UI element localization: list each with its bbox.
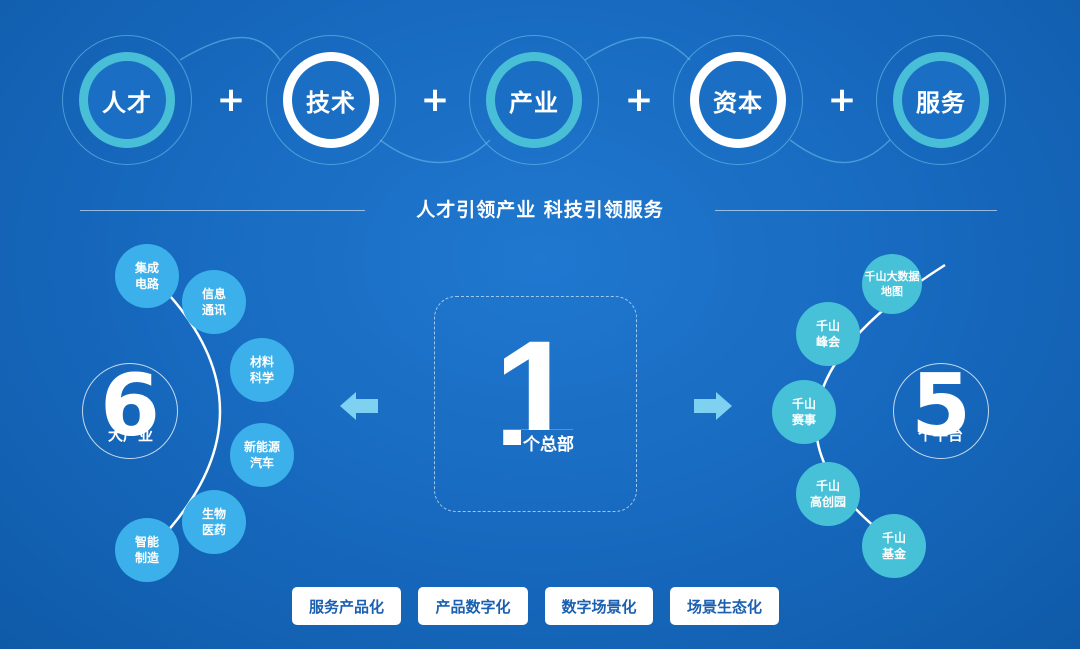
node-talent-label: 人才 bbox=[102, 88, 152, 117]
plus-sign-4: + bbox=[827, 80, 857, 120]
platform-bubble-5-line2: 基金 bbox=[881, 547, 906, 561]
industry-bubble-5: 生物 医药 bbox=[182, 490, 246, 554]
node-talent: 人才 bbox=[79, 52, 175, 148]
platform-bubble-2-line1: 千山 bbox=[815, 319, 840, 333]
left-number-label: 大产业 bbox=[108, 426, 154, 444]
ring-outer-1 bbox=[62, 35, 192, 165]
center-label: 个总部 bbox=[521, 430, 576, 455]
industry-bubble-2-line1: 信息 bbox=[201, 287, 226, 301]
top-connector-curves bbox=[179, 36, 891, 164]
industry-bubble-3-line1: 材料 bbox=[249, 355, 274, 369]
chip-scenario-ecosystem: 场景生态化 bbox=[670, 587, 779, 625]
industry-bubble-3-line2: 科学 bbox=[249, 371, 274, 385]
node-service-label: 服务 bbox=[916, 88, 966, 117]
industry-bubble-4-line1: 新能源 bbox=[243, 440, 280, 454]
arrow-right-icon bbox=[694, 392, 732, 420]
chip-digital-scenarization: 数字场景化 bbox=[545, 587, 653, 625]
ring-outer-4 bbox=[673, 35, 803, 165]
industry-bubble-4-line2: 汽车 bbox=[249, 456, 274, 470]
industry-bubble-1-line1: 集成 bbox=[134, 261, 159, 275]
platform-bubble-2-line2: 峰会 bbox=[815, 335, 840, 349]
left-big-number: 6 bbox=[100, 356, 160, 456]
node-service: 服务 bbox=[893, 52, 989, 148]
industry-bubble-1: 集成 电路 bbox=[115, 244, 179, 308]
plus-sign-1: + bbox=[216, 80, 246, 120]
platform-bubble-1: 千山大数据 地图 bbox=[862, 254, 922, 314]
node-industry: 产业 bbox=[486, 52, 582, 148]
industry-bubble-5-line1: 生物 bbox=[201, 507, 226, 521]
ring-outer-5 bbox=[876, 35, 1006, 165]
right-big-number: 5 bbox=[911, 356, 971, 456]
industry-bubble-1-line2: 电路 bbox=[134, 277, 159, 291]
node-industry-label: 产业 bbox=[509, 88, 559, 117]
platform-bubble-1-line2: 地图 bbox=[881, 285, 903, 298]
chip-product-digitization: 产品数字化 bbox=[418, 587, 528, 625]
platform-bubble-3-line2: 赛事 bbox=[791, 413, 816, 427]
right-number-circle bbox=[893, 363, 989, 459]
platform-bubble-4-line1: 千山 bbox=[815, 479, 840, 493]
center-box bbox=[434, 296, 637, 512]
platform-bubble-4-line2: 高创园 bbox=[809, 495, 846, 509]
node-technology-label: 技术 bbox=[306, 88, 356, 117]
node-technology: 技术 bbox=[283, 52, 379, 148]
industry-bubble-3: 材料 科学 bbox=[230, 338, 294, 402]
platform-bubble-5: 千山 基金 bbox=[862, 514, 926, 578]
industry-bubble-2: 信息 通讯 bbox=[182, 270, 246, 334]
chip-service-productization: 服务产品化 bbox=[292, 587, 401, 625]
industry-bubble-6-line1: 智能 bbox=[134, 535, 159, 549]
ring-outer-3 bbox=[469, 35, 599, 165]
plus-sign-3: + bbox=[624, 80, 654, 120]
plus-sign-2: + bbox=[420, 80, 450, 120]
divider-right bbox=[715, 210, 997, 211]
left-number-circle bbox=[82, 363, 178, 459]
right-number-label: 个平台 bbox=[918, 426, 964, 444]
ring-outer-2 bbox=[266, 35, 396, 165]
industry-bubble-2-line2: 通讯 bbox=[201, 303, 226, 317]
platform-bubble-3: 千山 赛事 bbox=[772, 380, 836, 444]
divider-left bbox=[80, 210, 365, 211]
platform-bubble-3-line1: 千山 bbox=[791, 397, 816, 411]
slogan: 人才引领产业 科技引领服务 bbox=[416, 199, 664, 221]
industry-bubble-6: 智能 制造 bbox=[115, 518, 179, 582]
industry-bubble-4: 新能源 汽车 bbox=[230, 423, 294, 487]
platform-bubble-4: 千山 高创园 bbox=[796, 462, 860, 526]
industry-bubble-6-line2: 制造 bbox=[134, 551, 159, 565]
node-capital: 资本 bbox=[690, 52, 786, 148]
node-capital-label: 资本 bbox=[713, 88, 763, 117]
left-arc bbox=[149, 274, 222, 551]
industry-bubble-5-line2: 医药 bbox=[201, 523, 226, 537]
platform-bubble-1-line1: 千山大数据 bbox=[864, 270, 920, 283]
platform-bubble-2: 千山 峰会 bbox=[796, 302, 860, 366]
arrow-left-icon bbox=[340, 392, 378, 420]
platform-bubble-5-line1: 千山 bbox=[881, 531, 906, 545]
